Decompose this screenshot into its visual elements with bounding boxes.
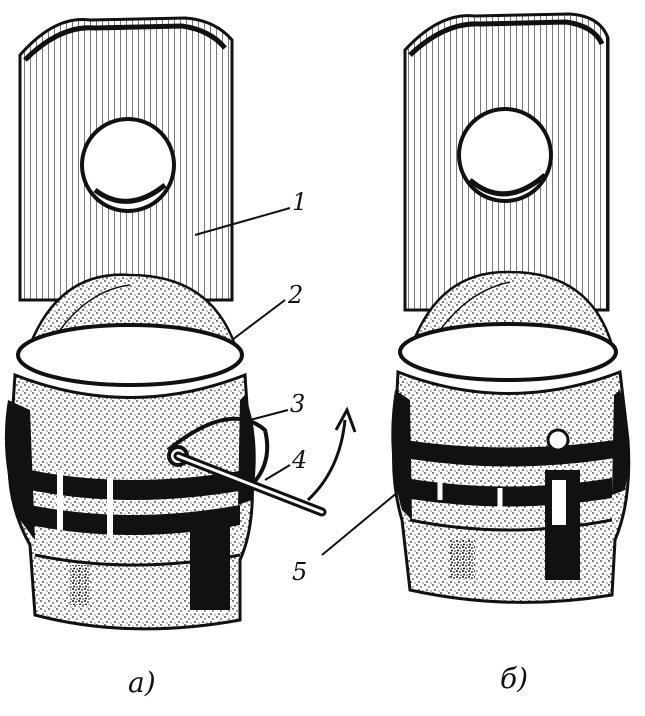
socket-body-a <box>4 372 256 631</box>
clamp-ring-a <box>166 416 270 497</box>
socket-body-b <box>391 369 631 604</box>
callout-2: 2 <box>287 281 303 309</box>
callout-1: 1 <box>292 188 307 216</box>
lug-plate-b <box>403 12 610 312</box>
caption-b: б) <box>500 662 528 695</box>
seat-rim-a <box>16 323 244 387</box>
callout-3: 3 <box>290 390 305 418</box>
wrench-a <box>167 445 327 517</box>
callout-leaders <box>194 207 399 556</box>
callout-5: 5 <box>292 558 307 586</box>
view-a <box>4 16 357 631</box>
lug-plate-a <box>18 16 234 302</box>
callout-4: 4 <box>291 446 307 474</box>
view-b <box>391 12 631 604</box>
seat-rim-b <box>398 322 618 382</box>
rotation-arrow-icon <box>306 406 357 502</box>
caption-a: а) <box>128 666 156 699</box>
